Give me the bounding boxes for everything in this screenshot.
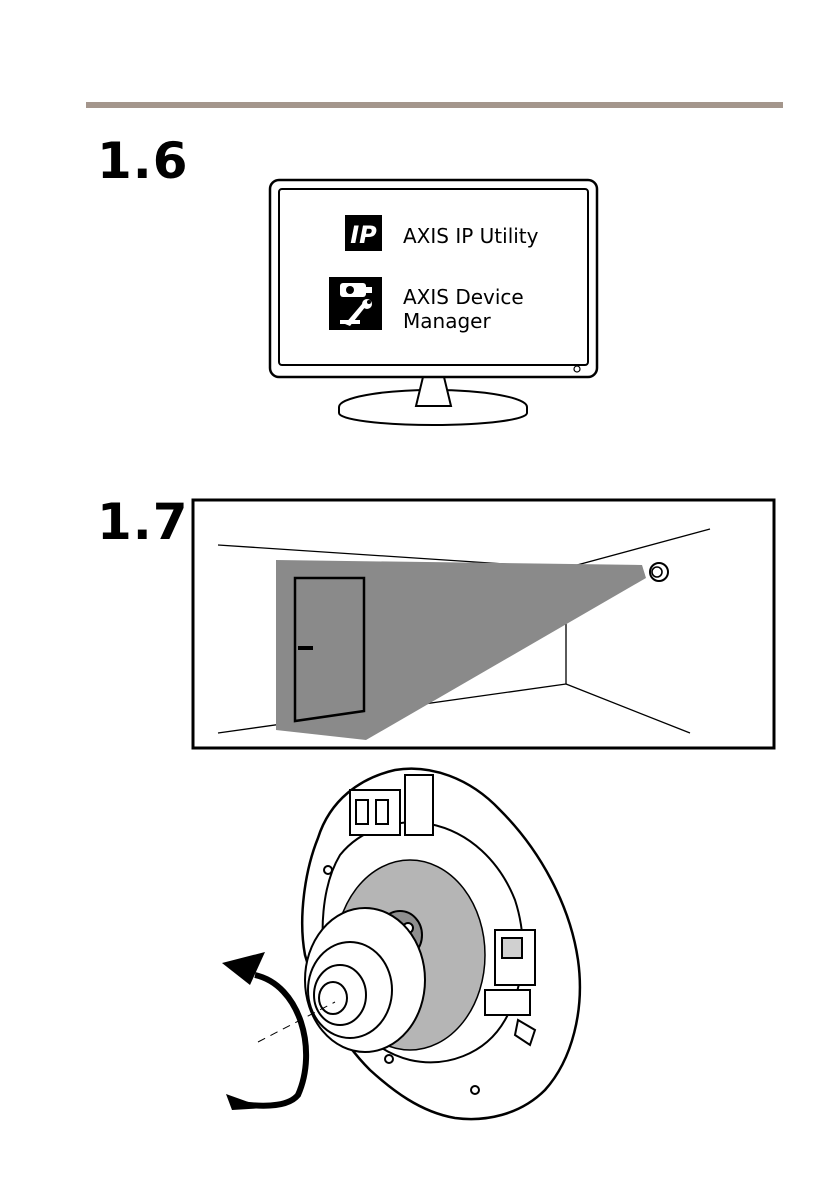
monitor-illustration: IP AXIS IP Utility AXIS Device Manager <box>270 180 597 425</box>
app-label-ip-utility: AXIS IP Utility <box>403 224 539 248</box>
dome-camera-illustration <box>222 769 580 1119</box>
ip-icon: IP <box>345 215 382 251</box>
app-label-device-manager-line2: Manager <box>403 309 491 333</box>
app-label-device-manager-line1: AXIS Device <box>403 285 524 309</box>
room-scene-illustration <box>193 500 774 748</box>
device-manager-icon <box>329 277 382 330</box>
door-handle <box>298 646 313 650</box>
wall-camera <box>650 563 668 581</box>
ip-icon-text: IP <box>350 221 377 249</box>
